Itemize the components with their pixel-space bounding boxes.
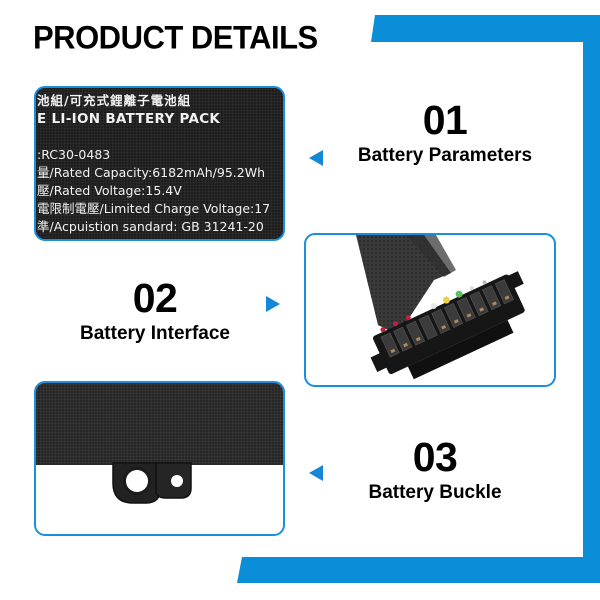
battery-buckle-image-card	[34, 381, 285, 536]
battery-connector-image-card	[304, 233, 556, 387]
feature-battery-interface: 02 Battery Interface	[55, 276, 255, 346]
pointer-left-icon	[309, 465, 323, 481]
decorative-frame-top-bar	[371, 15, 600, 42]
decorative-frame-right-bar	[583, 15, 600, 583]
battery-casing	[36, 383, 283, 465]
label-line-rated-voltage: 壓/Rated Voltage:15.4V	[37, 183, 182, 198]
feature-caption: Battery Parameters	[357, 145, 533, 166]
label-line-rated-capacity: 量/Rated Capacity:6182mAh/95.2Wh	[37, 165, 265, 180]
label-line-model: :RC30-0483	[37, 147, 111, 162]
label-line-charge-voltage: 電限制電壓/Limited Charge Voltage:17	[37, 201, 271, 216]
battery-label-text: 池組/可充式鋰離子電池組 E LI-ION BATTERY PACK :RC30…	[37, 92, 283, 236]
connector-cable-illustration	[356, 235, 525, 380]
pointer-right-icon	[266, 296, 280, 312]
decorative-frame-bottom-bar	[237, 557, 600, 583]
label-line-blank	[37, 128, 283, 146]
label-line-pack-type: E LI-ION BATTERY PACK	[37, 111, 221, 127]
label-line-standard: 準/Acpuistion sandard: GB 31241-20	[37, 219, 264, 234]
feature-battery-parameters: 01 Battery Parameters	[345, 98, 545, 168]
buckle-tab-illustration	[112, 462, 192, 504]
feature-caption: Battery Buckle	[368, 482, 502, 503]
feature-number: 01	[422, 97, 468, 143]
page-title: PRODUCT DETAILS	[33, 19, 318, 56]
battery-label-image-card: 池組/可充式鋰離子電池組 E LI-ION BATTERY PACK :RC30…	[34, 86, 285, 241]
pointer-left-icon	[309, 150, 323, 166]
feature-battery-buckle: 03 Battery Buckle	[335, 435, 535, 505]
label-line-chinese-title: 池組/可充式鋰離子電池組	[37, 93, 192, 108]
feature-number: 03	[412, 434, 458, 480]
feature-number: 02	[132, 275, 178, 321]
feature-caption: Battery Interface	[80, 323, 230, 344]
